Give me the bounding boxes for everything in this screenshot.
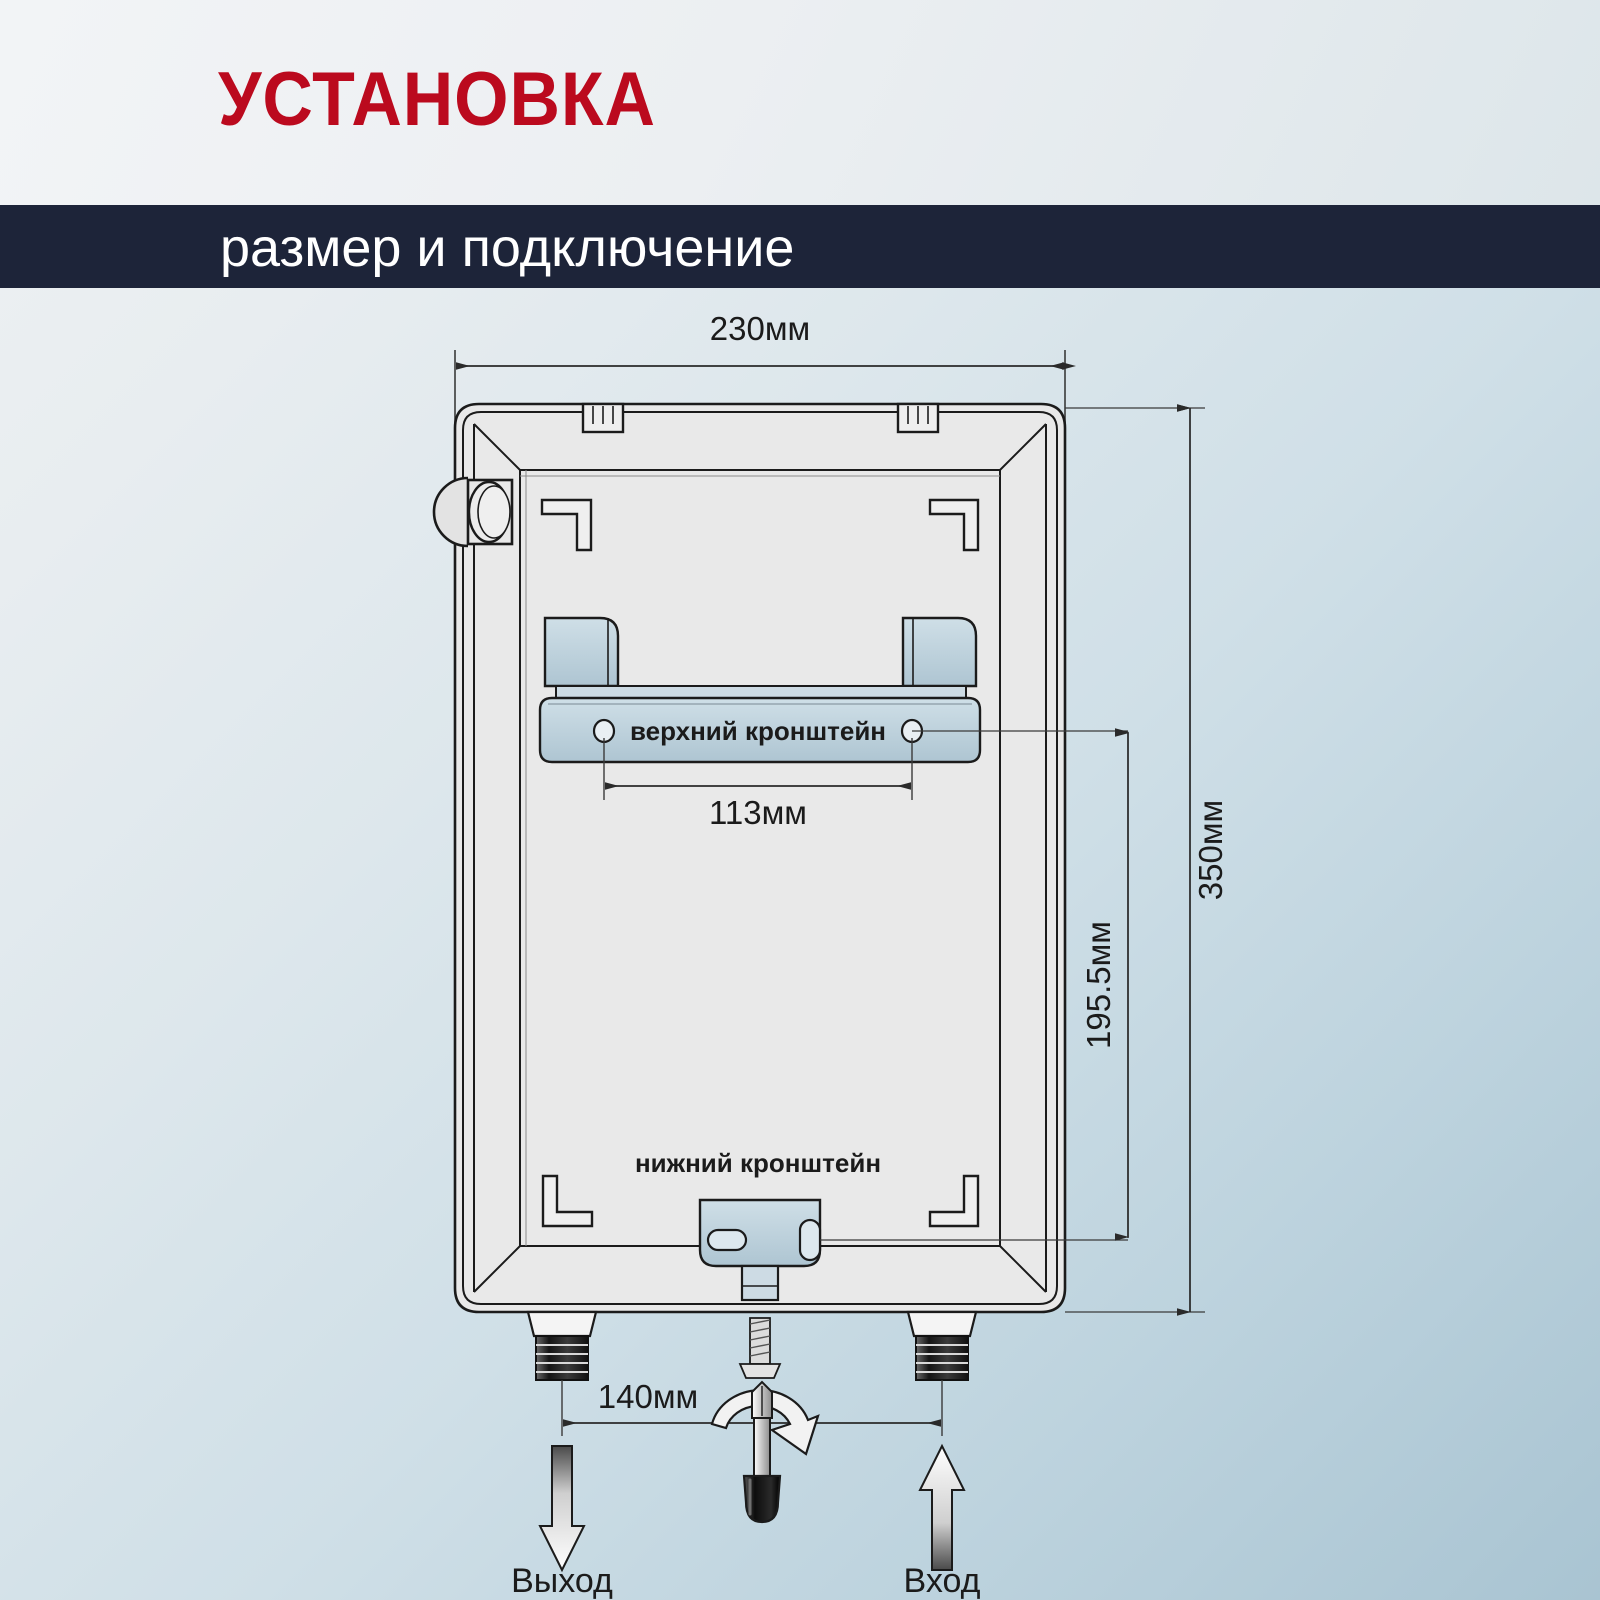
inlet-label: Вход	[904, 1562, 981, 1600]
dimension-overall-width: 230мм	[454, 310, 1076, 430]
dimension-bracket-spacing: 195.5мм	[1080, 728, 1129, 1241]
upper-bracket-label: верхний кронштейн	[630, 716, 886, 746]
dimension-113mm-label: 113мм	[709, 794, 807, 831]
dimension-230mm-label: 230мм	[710, 310, 810, 347]
mounting-screw	[738, 1317, 782, 1379]
dimension-pipe-spacing: 140мм	[561, 1378, 943, 1436]
lower-bracket: нижний кронштейн	[635, 1148, 881, 1302]
dimension-350mm-label: 350мм	[1192, 800, 1229, 900]
page-title: УСТАНОВКА	[218, 57, 656, 142]
lower-bracket-slot-right	[798, 1218, 822, 1262]
corner-hook-top-left	[540, 498, 593, 552]
dimension-140mm-label: 140мм	[598, 1378, 698, 1415]
corner-hook-bottom-left	[541, 1174, 594, 1228]
corner-hook-top-right	[928, 498, 980, 552]
rotation-arrow-icon	[710, 1389, 820, 1456]
dimension-overall-height: 350мм	[1177, 404, 1229, 1316]
screwdriver-icon	[742, 1380, 782, 1524]
title-zone	[0, 0, 1600, 205]
pipe-inlet	[906, 1310, 978, 1381]
drawing-stage: 230мм	[0, 288, 1600, 1600]
corner-hook-bottom-right	[928, 1174, 980, 1228]
dimension-195_5mm-label: 195.5мм	[1080, 921, 1117, 1049]
outlet-flow-arrow	[538, 1445, 586, 1573]
page-subtitle: размер и подключение	[220, 218, 795, 278]
top-clip-right	[896, 402, 940, 434]
pipe-outlet	[526, 1310, 598, 1381]
subtitle-band	[0, 205, 1600, 288]
cable-gland	[432, 476, 514, 548]
outlet-label: Выход	[511, 1562, 613, 1600]
lower-bracket-slot-left	[706, 1228, 748, 1252]
dimension-bracket-holes: 113мм	[603, 738, 913, 831]
upper-bracket: верхний кронштейн	[538, 616, 982, 764]
top-clip-left	[581, 402, 625, 434]
inlet-flow-arrow	[918, 1443, 966, 1571]
lower-bracket-label: нижний кронштейн	[635, 1148, 881, 1178]
